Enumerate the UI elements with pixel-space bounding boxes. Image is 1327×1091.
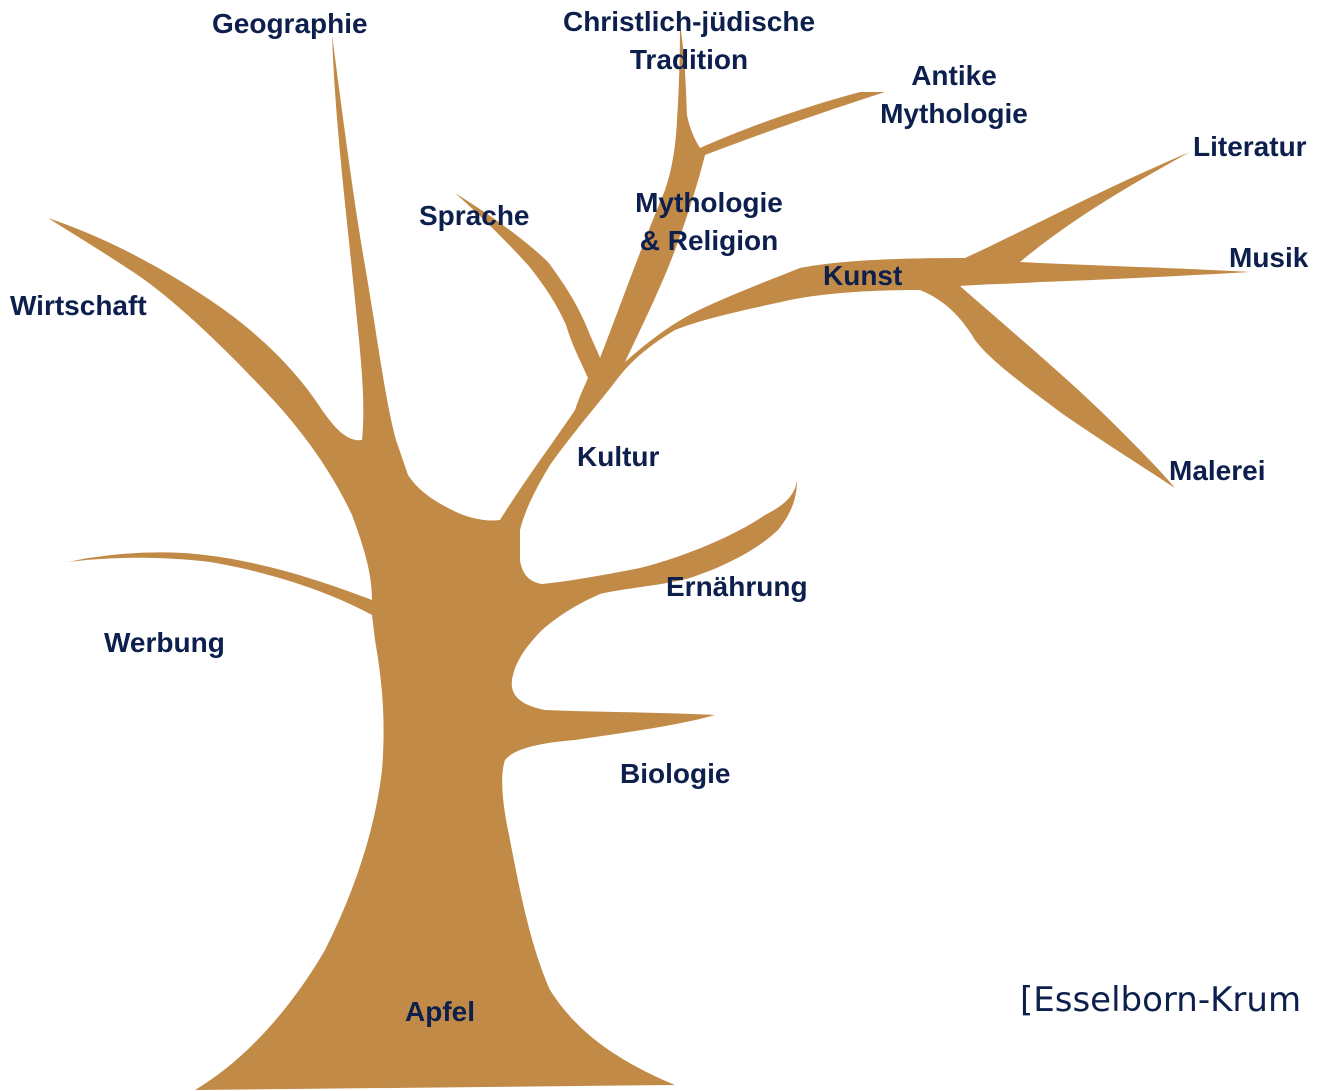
label-geographie-text: Geographie	[212, 8, 368, 39]
label-literatur-text: Literatur	[1193, 131, 1307, 162]
label-mythologie-line1: Mythologie	[635, 187, 783, 218]
label-kultur: Kultur	[577, 438, 659, 476]
tree-trunk	[48, 25, 1250, 1090]
label-sprache-text: Sprache	[419, 200, 530, 231]
label-literatur: Literatur	[1193, 128, 1307, 166]
label-apfel: Apfel	[405, 993, 475, 1031]
label-malerei: Malerei	[1169, 452, 1266, 490]
label-werbung: Werbung	[104, 624, 225, 662]
label-malerei-text: Malerei	[1169, 455, 1266, 486]
label-biologie: Biologie	[620, 755, 730, 793]
label-mythologie-religion: Mythologie & Religion	[624, 184, 794, 260]
label-antike-mythologie: Antike Mythologie	[870, 57, 1038, 133]
label-wirtschaft-text: Wirtschaft	[10, 290, 147, 321]
label-musik: Musik	[1229, 239, 1308, 277]
label-kunst-text: Kunst	[823, 260, 903, 291]
label-wirtschaft: Wirtschaft	[10, 287, 147, 325]
label-christlich-juedische-tradition: Christlich-jüdische Tradition	[545, 3, 833, 79]
label-antike-line2: Mythologie	[880, 98, 1028, 129]
label-christlich-line1: Christlich-jüdische	[562, 6, 816, 37]
label-ernaehrung-text: Ernährung	[666, 571, 808, 602]
label-christlich-line2: Tradition	[629, 44, 749, 75]
label-apfel-text: Apfel	[405, 996, 475, 1027]
label-sprache: Sprache	[419, 197, 530, 235]
label-musik-text: Musik	[1229, 242, 1309, 273]
label-geographie: Geographie	[212, 5, 368, 43]
label-antike-line1: Antike	[911, 60, 997, 91]
label-werbung-text: Werbung	[104, 627, 225, 658]
label-kultur-text: Kultur	[577, 441, 660, 472]
label-kunst: Kunst	[823, 257, 902, 295]
citation: [Esselborn-Krum	[1020, 980, 1302, 1020]
label-mythologie-line2: & Religion	[639, 225, 779, 256]
label-biologie-text: Biologie	[620, 758, 731, 789]
label-ernaehrung: Ernährung	[666, 568, 808, 606]
